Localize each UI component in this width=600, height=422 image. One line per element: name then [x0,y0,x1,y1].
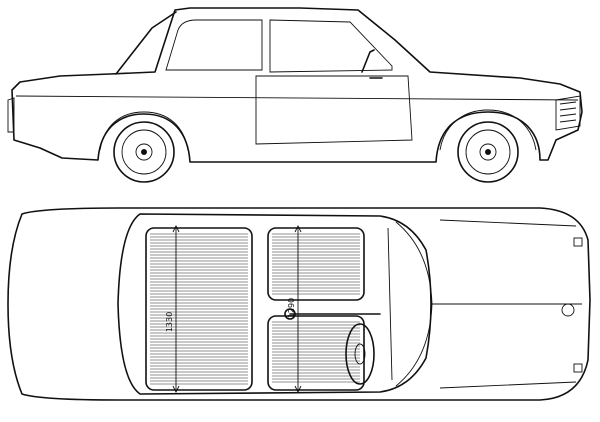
rear-side-window [165,19,263,71]
steering-wheel [345,323,375,385]
top-body-outline [7,207,591,401]
left-mirror [573,237,583,247]
dimension-label-front: 1290 [287,298,296,318]
roof-line [115,11,177,75]
rear-seat [145,227,253,391]
hood-emblem [561,303,575,317]
windshield [395,221,433,387]
door-outline [255,75,413,145]
front-wheel-arch [439,109,537,151]
hood-crease [439,219,577,389]
rear-wheel [113,121,175,183]
dimension-label-rear: 1330 [165,312,174,332]
cabin-outline [117,213,432,395]
front-grille [555,95,581,131]
right-mirror [573,363,583,373]
gear-knob [284,308,296,320]
steering-hub [354,343,366,365]
dimension-front: 1290 [287,224,302,394]
dashboard [387,227,393,381]
front-side-window [269,19,393,73]
front-right-seat [267,315,365,391]
rear-bumper [7,97,15,133]
dimension-rear: 1330 [165,224,180,394]
beltline [15,95,579,101]
side-mirror [361,49,375,73]
front-wheel [457,121,519,183]
top-view: 1330 1290 [7,207,591,401]
body-outline [11,7,583,163]
side-view [7,7,583,183]
front-left-seat [267,227,365,301]
rear-wheel-arch [99,111,189,151]
